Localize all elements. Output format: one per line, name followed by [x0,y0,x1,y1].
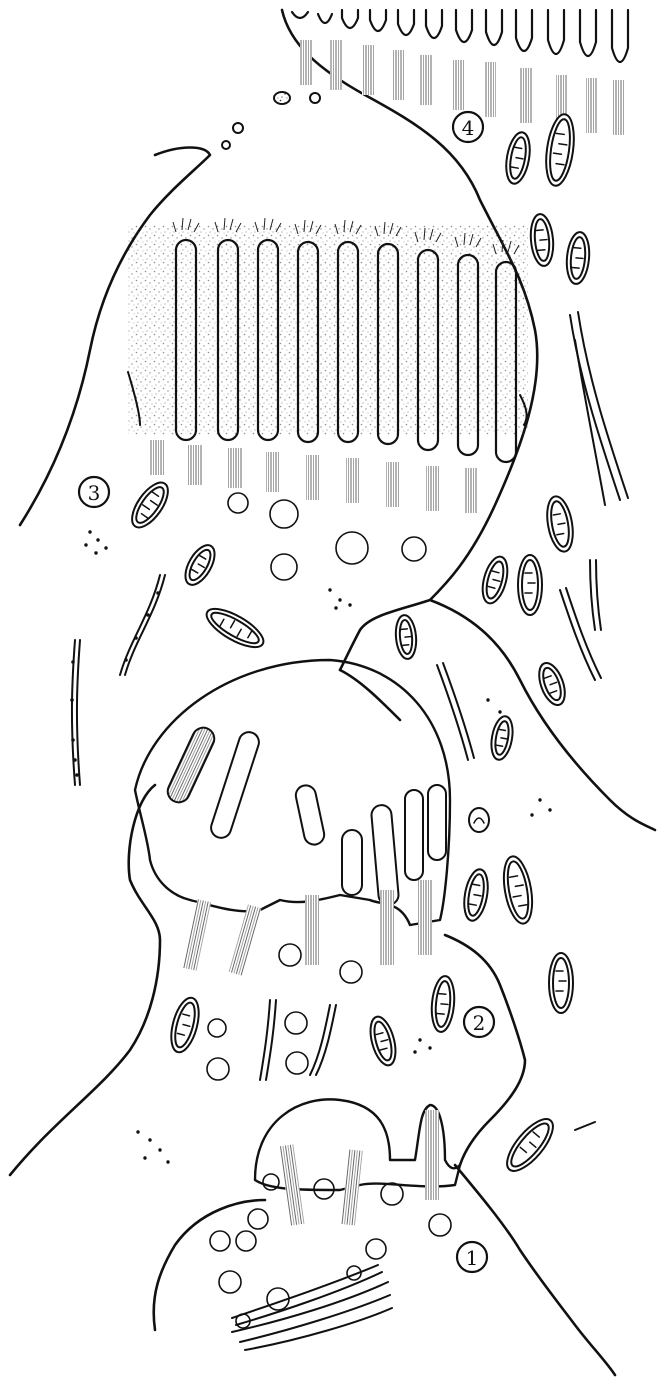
golgi-apparatus [232,1265,392,1350]
svg-text:3: 3 [88,481,101,505]
svg-text:4: 4 [462,116,475,140]
svg-text:2: 2 [473,1011,486,1035]
stage2-terminal-web [135,660,450,976]
stage-label-4: 4 [453,112,483,142]
stage3-microvilli [128,218,528,513]
stage1-terminal-web [255,1099,460,1225]
coated-vesicles-top [222,92,320,149]
stage-label-1: 1 [457,1242,487,1272]
stage-label-3: 3 [79,477,109,507]
stage-label-2: 2 [464,1007,494,1037]
svg-text:1: 1 [466,1246,479,1270]
